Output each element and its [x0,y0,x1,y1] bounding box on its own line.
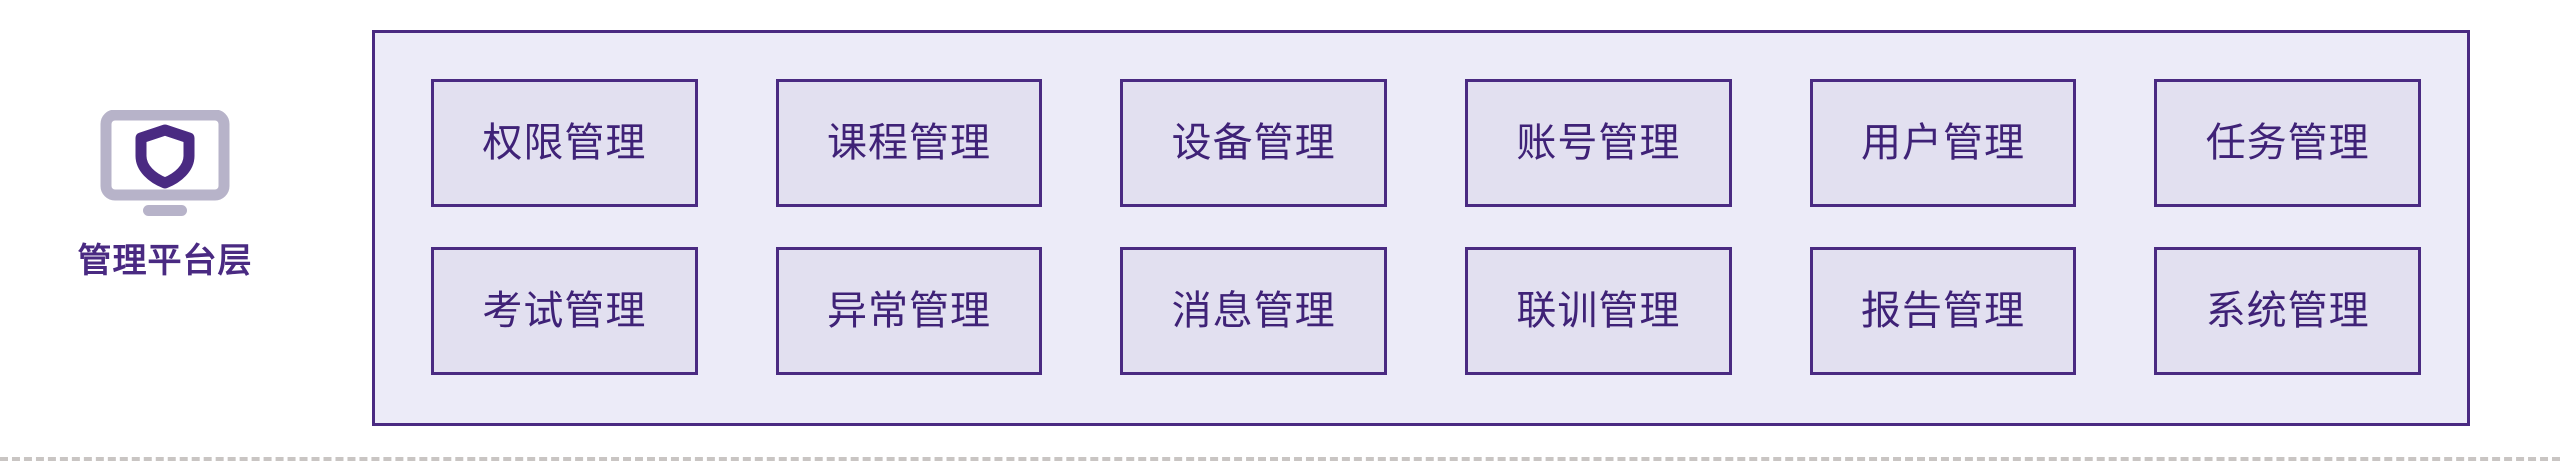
module-box-kaoshi[interactable]: 考试管理 [431,247,698,375]
module-box-xiaoxi[interactable]: 消息管理 [1120,247,1388,375]
module-row: 考试管理 异常管理 消息管理 联训管理 报告管理 系统管理 [431,247,2422,375]
module-row: 权限管理 课程管理 设备管理 账号管理 用户管理 任务管理 [431,79,2422,207]
layer-title: 管理平台层 [77,242,253,280]
module-box-quanxian[interactable]: 权限管理 [431,79,698,207]
module-box-yonghu[interactable]: 用户管理 [1809,79,2077,207]
module-box-lianxun[interactable]: 联训管理 [1465,247,1732,375]
modules-grid: 权限管理 课程管理 设备管理 账号管理 用户管理 任务管理 考试管理 异常管理 … [431,79,2422,375]
monitor-shield-icon [99,110,231,218]
module-box-xitong[interactable]: 系统管理 [2154,247,2422,375]
layer-legend: 管理平台层 [0,110,330,330]
modules-panel: 权限管理 课程管理 设备管理 账号管理 用户管理 任务管理 考试管理 异常管理 … [372,30,2470,426]
bottom-dashed-divider [0,457,2560,461]
module-box-baogao[interactable]: 报告管理 [1809,247,2077,375]
module-box-renwu[interactable]: 任务管理 [2154,79,2422,207]
module-box-yichang[interactable]: 异常管理 [775,247,1043,375]
module-box-shebei[interactable]: 设备管理 [1120,79,1388,207]
module-box-kecheng[interactable]: 课程管理 [775,79,1043,207]
module-box-zhanghao[interactable]: 账号管理 [1465,79,1732,207]
